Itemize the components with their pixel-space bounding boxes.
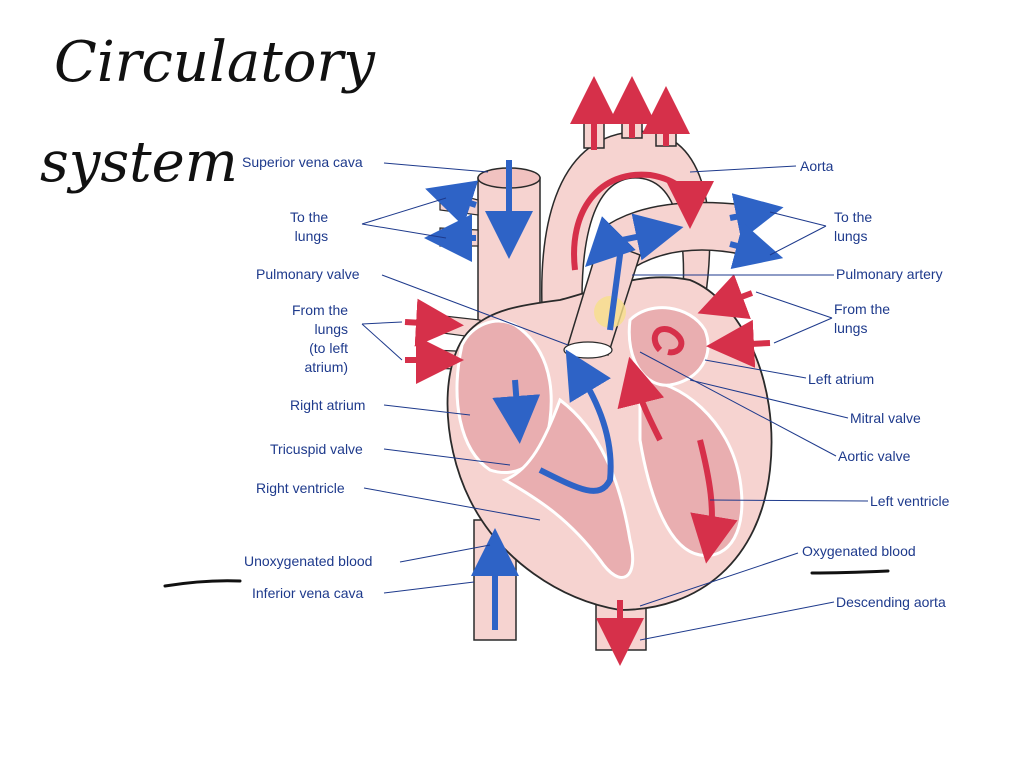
label-inferior-vena-cava: Inferior vena cava <box>252 585 364 601</box>
pen-annotations <box>163 569 890 588</box>
label-pulmonary-artery: Pulmonary artery <box>836 266 943 282</box>
label-to-lungs-right: To the lungs <box>834 209 873 244</box>
handwritten-title-line1: Circulatory <box>54 30 375 95</box>
label-from-lungs-right: From the lungs <box>834 301 891 336</box>
label-left-ventricle: Left ventricle <box>870 493 950 509</box>
left-atrium-chamber <box>627 306 710 387</box>
label-pulmonary-valve: Pulmonary valve <box>256 266 360 282</box>
label-left-atrium: Left atrium <box>808 371 875 387</box>
label-aorta: Aorta <box>800 158 834 174</box>
label-descending-aorta: Descending aorta <box>836 594 946 610</box>
label-mitral-valve: Mitral valve <box>850 410 921 426</box>
label-unoxygenated-blood: Unoxygenated blood <box>244 553 373 569</box>
oxygenated-flow-arrows <box>404 76 771 666</box>
label-tricuspid-valve: Tricuspid valve <box>270 441 363 457</box>
label-oxygenated-blood: Oxygenated blood <box>802 543 916 559</box>
unoxygenated-flow-arrows <box>424 160 784 630</box>
handwritten-title-line2: system <box>40 130 238 195</box>
label-superior-vena-cava: Superior vena cava <box>242 154 363 170</box>
label-aortic-valve: Aortic valve <box>838 448 911 464</box>
leader-lines <box>361 162 869 641</box>
label-from-lungs-left: From the lungs (to left atrium) <box>292 302 349 375</box>
label-right-atrium: Right atrium <box>290 397 366 413</box>
label-right-ventricle: Right ventricle <box>256 480 345 496</box>
right-ventricle-chamber <box>501 397 635 579</box>
label-to-lungs-left: To the lungs <box>290 209 329 244</box>
